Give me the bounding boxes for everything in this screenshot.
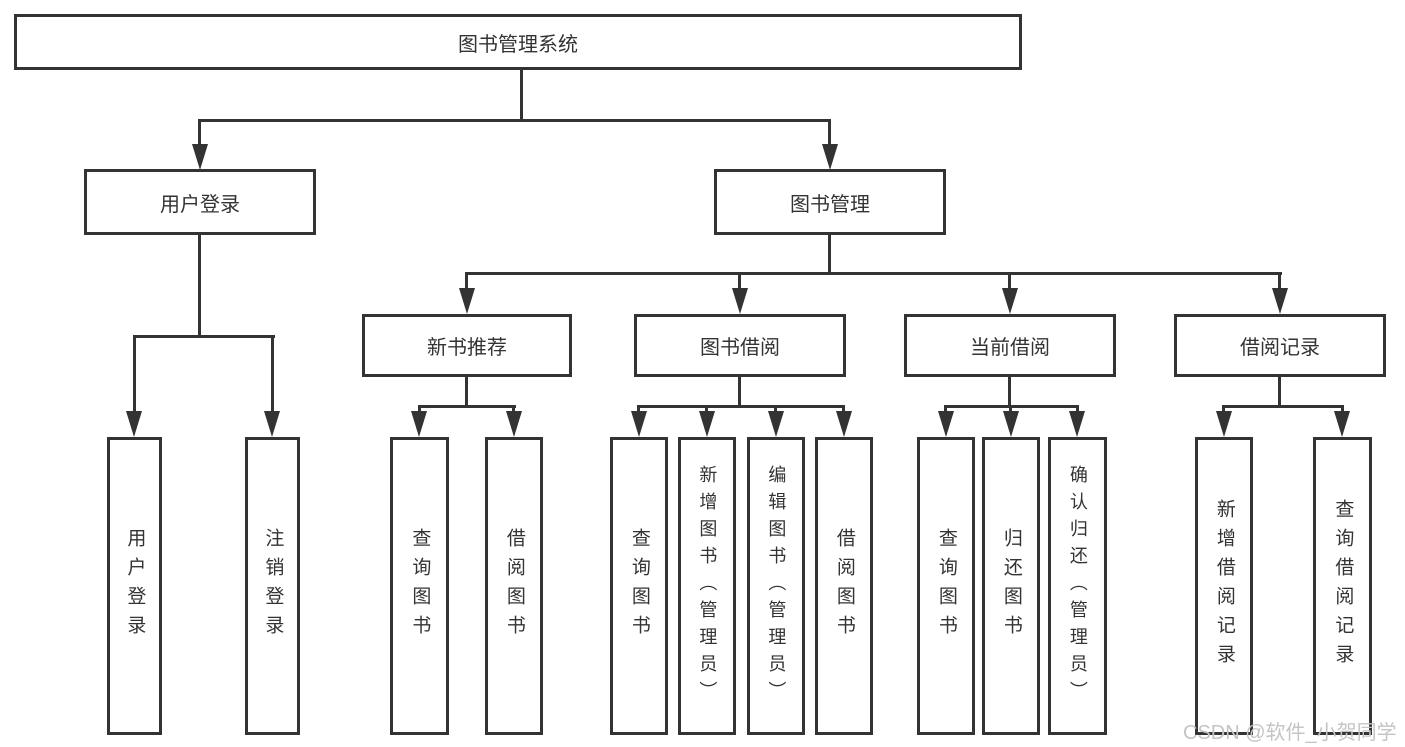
connector-line	[828, 119, 831, 147]
node-br-add-record-label: 新增借阅记录	[1213, 499, 1235, 673]
connector-arrowhead	[1216, 411, 1232, 437]
node-bb-add-books: 新增图书（管理员）	[678, 437, 736, 735]
node-book-management: 图书管理	[714, 169, 946, 235]
node-cb-query-books-label: 查询图书	[935, 528, 957, 644]
connector-arrowhead	[822, 144, 838, 170]
node-bb-add-books-label: 新增图书（管理员）	[697, 464, 718, 708]
node-cb-return-books: 归还图书	[982, 437, 1040, 735]
node-br-query-record: 查询借阅记录	[1313, 437, 1372, 735]
connector-line	[1009, 405, 1012, 415]
node-user-login: 用户登录	[84, 169, 316, 235]
node-book-borrow-label: 图书借阅	[700, 337, 780, 359]
node-cb-return-books-label: 归还图书	[1000, 528, 1022, 644]
connector-line	[198, 233, 201, 337]
node-bb-query-books-label: 查询图书	[628, 528, 650, 644]
connector-arrowhead	[1334, 411, 1350, 437]
connector-line	[418, 405, 421, 415]
connector-line	[520, 69, 523, 121]
connector-line	[271, 335, 274, 413]
csdn-watermark: CSDN @软件_小贺同学	[1183, 722, 1397, 744]
node-user-login-label: 用户登录	[160, 193, 240, 216]
node-nbr-query-books-label: 查询图书	[409, 528, 431, 644]
node-login: 用户登录	[107, 437, 162, 735]
connector-arrowhead	[459, 288, 475, 314]
connector-line	[1222, 405, 1225, 415]
connector-line	[1341, 405, 1344, 415]
node-new-book-recommend-label: 新书推荐	[427, 337, 507, 359]
node-bb-borrow-books: 借阅图书	[815, 437, 873, 735]
node-book-management-label: 图书管理	[790, 193, 870, 216]
node-cb-confirm-return-label: 确认归还（管理员）	[1067, 464, 1088, 708]
connector-line	[1278, 375, 1281, 407]
node-bb-query-books: 查询图书	[610, 437, 668, 735]
connector-line	[705, 405, 708, 415]
node-borrow-record-label: 借阅记录	[1240, 337, 1320, 359]
connector-line	[1278, 272, 1281, 290]
node-bb-edit-books-label: 编辑图书（管理员）	[766, 464, 787, 708]
connector-line	[198, 119, 831, 122]
node-bb-edit-books: 编辑图书（管理员）	[747, 437, 805, 735]
connector-arrowhead	[1069, 411, 1085, 437]
node-borrow-record: 借阅记录	[1174, 314, 1386, 377]
connector-arrowhead	[938, 411, 954, 437]
connector-arrowhead	[836, 411, 852, 437]
node-current-borrow-label: 当前借阅	[970, 337, 1050, 359]
connector-line	[774, 405, 777, 415]
node-new-book-recommend: 新书推荐	[362, 314, 572, 377]
connector-arrowhead	[506, 411, 522, 437]
node-login-label: 用户登录	[124, 528, 146, 644]
connector-arrowhead	[631, 411, 647, 437]
connector-line	[1008, 375, 1011, 407]
node-bb-borrow-books-label: 借阅图书	[833, 528, 855, 644]
connector-line	[738, 272, 741, 290]
node-book-borrow: 图书借阅	[634, 314, 846, 377]
connector-line	[1008, 272, 1011, 290]
node-logout: 注销登录	[245, 437, 300, 735]
connector-line	[418, 405, 516, 408]
connector-line	[466, 272, 1282, 275]
connector-arrowhead	[192, 144, 208, 170]
connector-arrowhead	[699, 411, 715, 437]
connector-line	[133, 335, 275, 338]
node-root: 图书管理系统	[14, 14, 1022, 70]
node-cb-query-books: 查询图书	[917, 437, 975, 735]
connector-line	[465, 272, 468, 290]
connector-arrowhead	[1002, 288, 1018, 314]
connector-line	[465, 375, 468, 407]
node-nbr-borrow-books-label: 借阅图书	[503, 528, 525, 644]
connector-line	[1076, 405, 1079, 415]
connector-line	[828, 233, 831, 275]
connector-arrowhead	[411, 411, 427, 437]
node-logout-label: 注销登录	[262, 528, 284, 644]
connector-arrowhead	[732, 288, 748, 314]
connector-line	[842, 405, 845, 415]
node-nbr-borrow-books: 借阅图书	[485, 437, 543, 735]
connector-line	[198, 119, 201, 147]
connector-line	[637, 405, 640, 415]
connector-line	[1223, 405, 1343, 408]
node-br-query-record-label: 查询借阅记录	[1332, 499, 1354, 673]
connector-arrowhead	[126, 411, 142, 437]
node-root-label: 图书管理系统	[458, 33, 578, 56]
connector-line	[637, 405, 845, 408]
connector-line	[944, 405, 947, 415]
node-nbr-query-books: 查询图书	[390, 437, 449, 735]
connector-arrowhead	[1003, 411, 1019, 437]
connector-arrowhead	[264, 411, 280, 437]
connector-line	[133, 335, 136, 413]
node-current-borrow: 当前借阅	[904, 314, 1116, 377]
connector-line	[512, 405, 515, 415]
connector-arrowhead	[768, 411, 784, 437]
node-br-add-record: 新增借阅记录	[1195, 437, 1253, 735]
connector-arrowhead	[1272, 288, 1288, 314]
node-cb-confirm-return: 确认归还（管理员）	[1048, 437, 1107, 735]
connector-line	[738, 375, 741, 407]
